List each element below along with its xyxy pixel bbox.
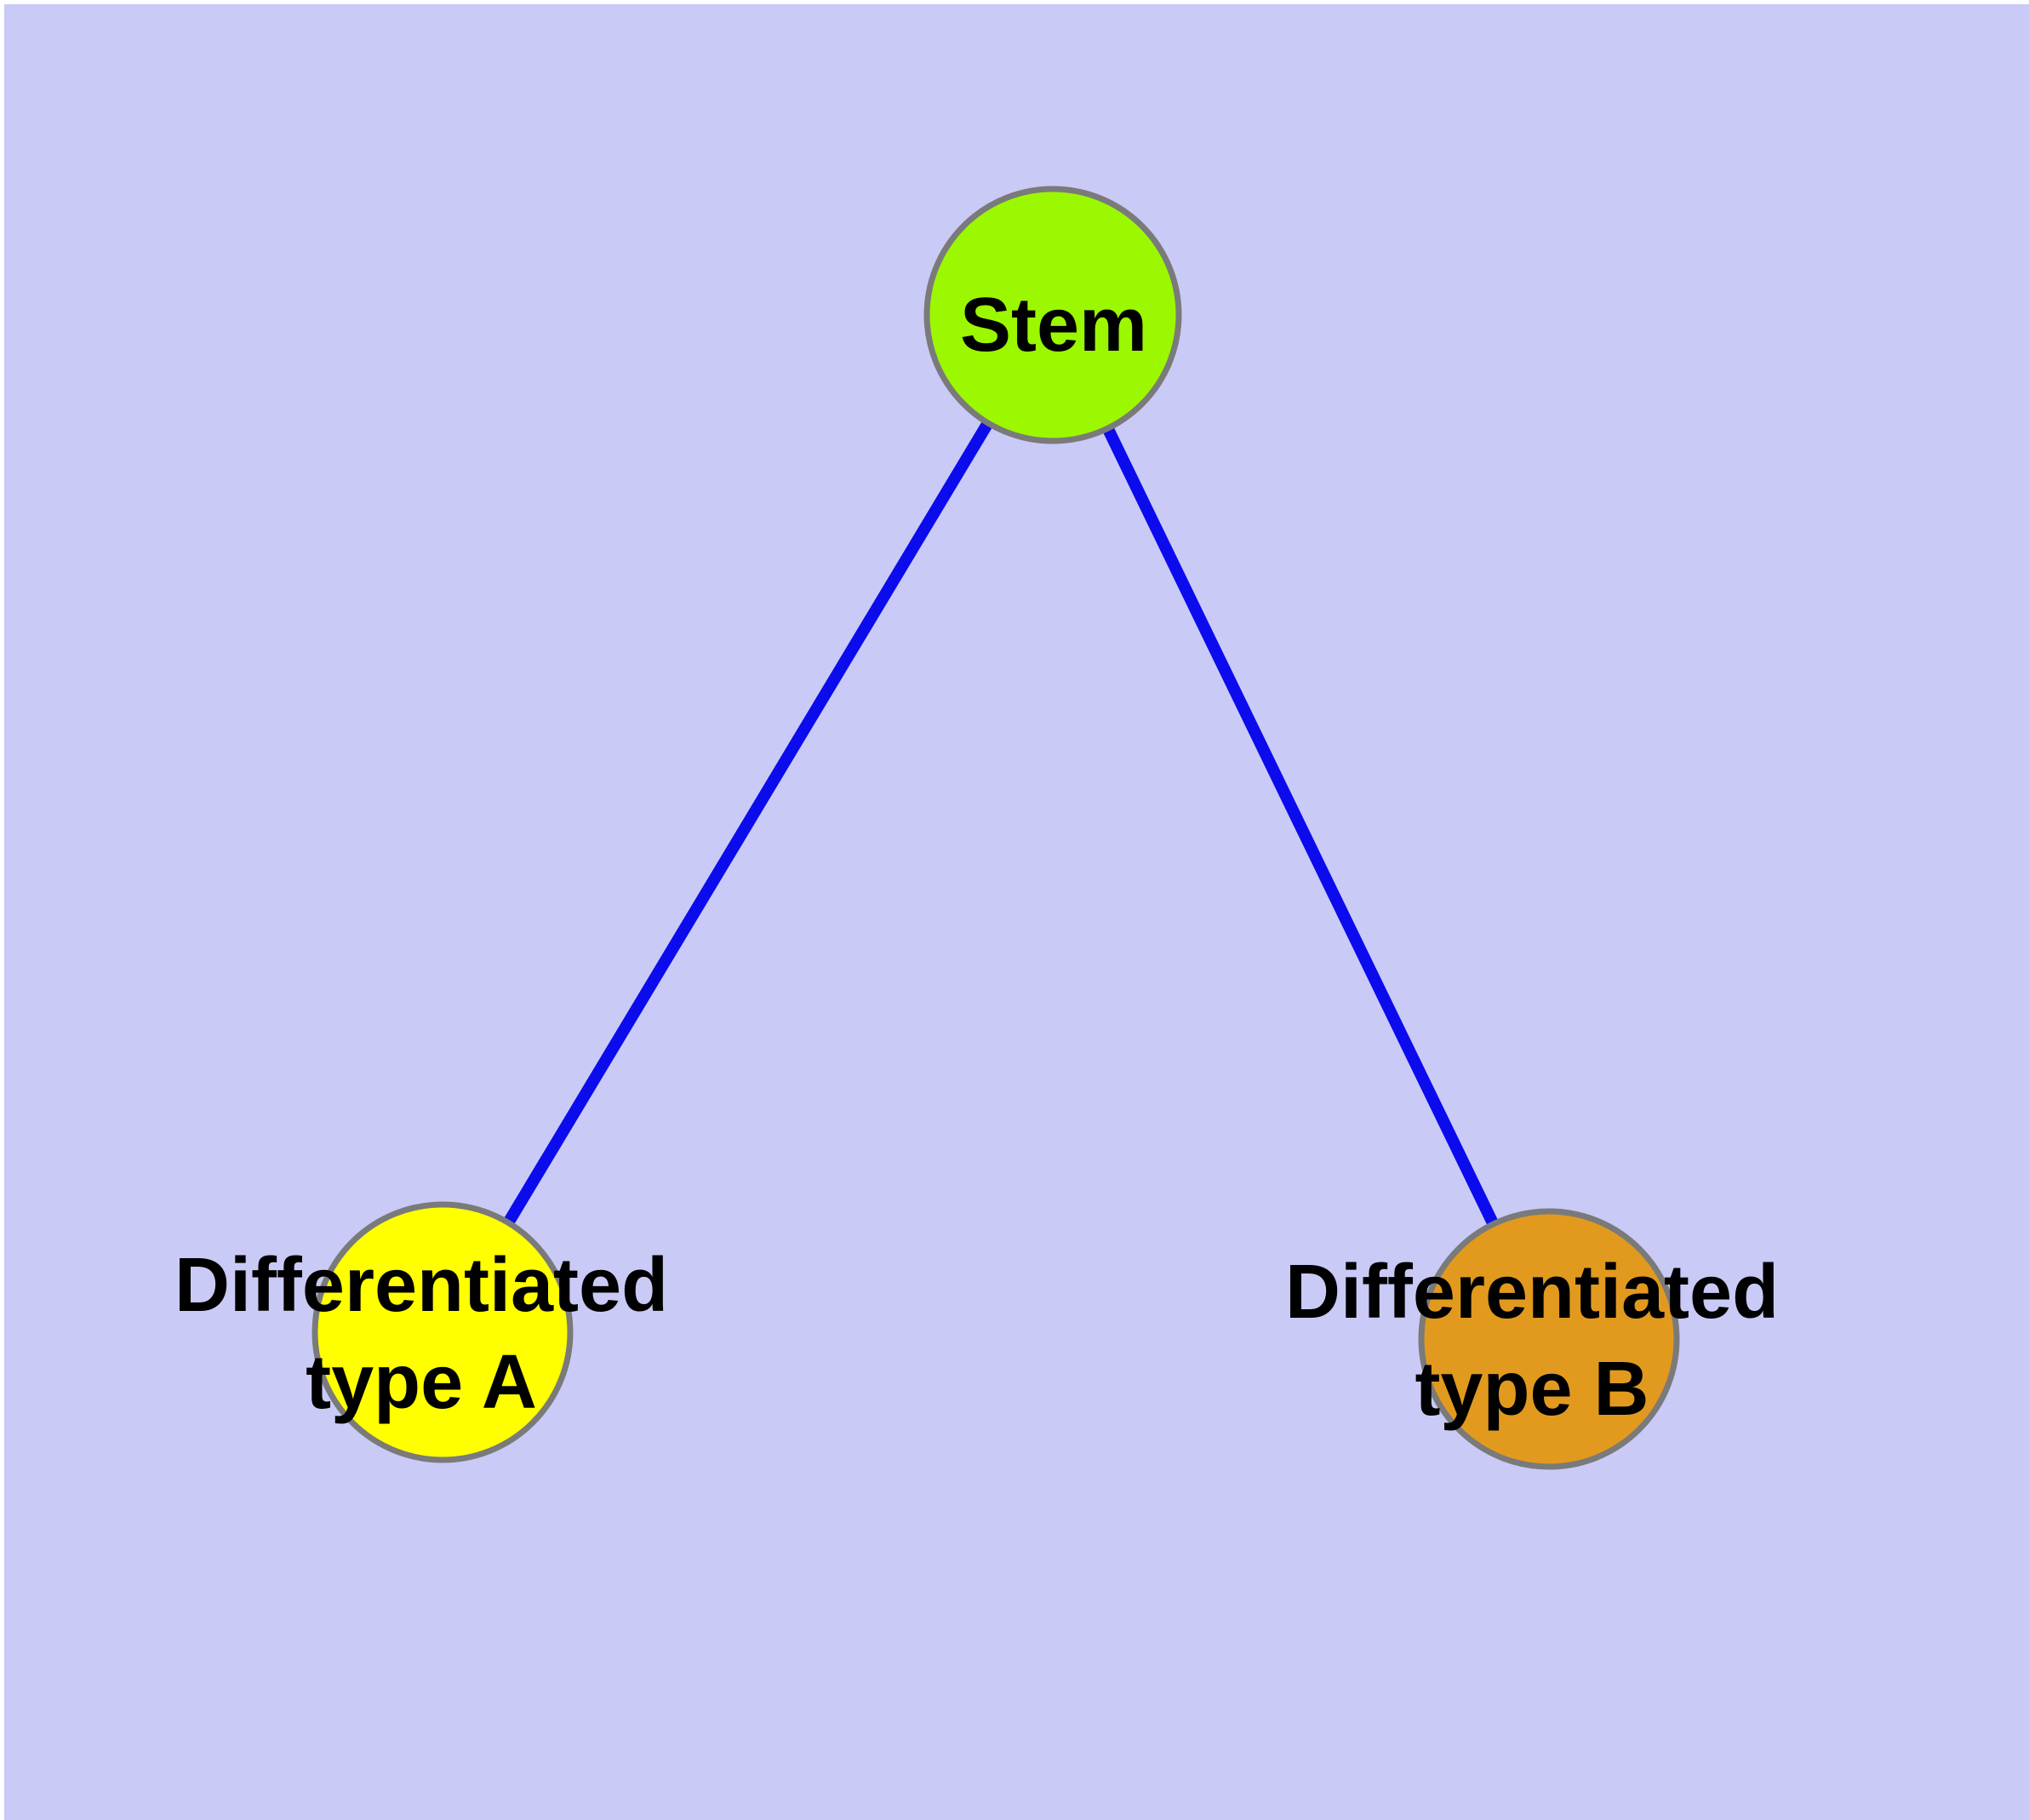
- differentiated-type-b-node-label: Differentiated type B: [1284, 1250, 1780, 1432]
- stem-node-label: Stem: [959, 283, 1148, 368]
- graph-svg: [311, 186, 1680, 1470]
- differentiated-type-a-node: [311, 1201, 574, 1463]
- edge-stem-to-type-a: [437, 312, 1059, 1336]
- differentiated-type-a-node-label: Differentiated type A: [174, 1243, 669, 1425]
- plot-background: Stem Differentiated type A Differentiate…: [4, 4, 2029, 1820]
- stem-node: [923, 186, 1182, 444]
- edge-stem-to-type-b: [1047, 312, 1555, 1342]
- differentiated-type-b-node: [1418, 1208, 1680, 1470]
